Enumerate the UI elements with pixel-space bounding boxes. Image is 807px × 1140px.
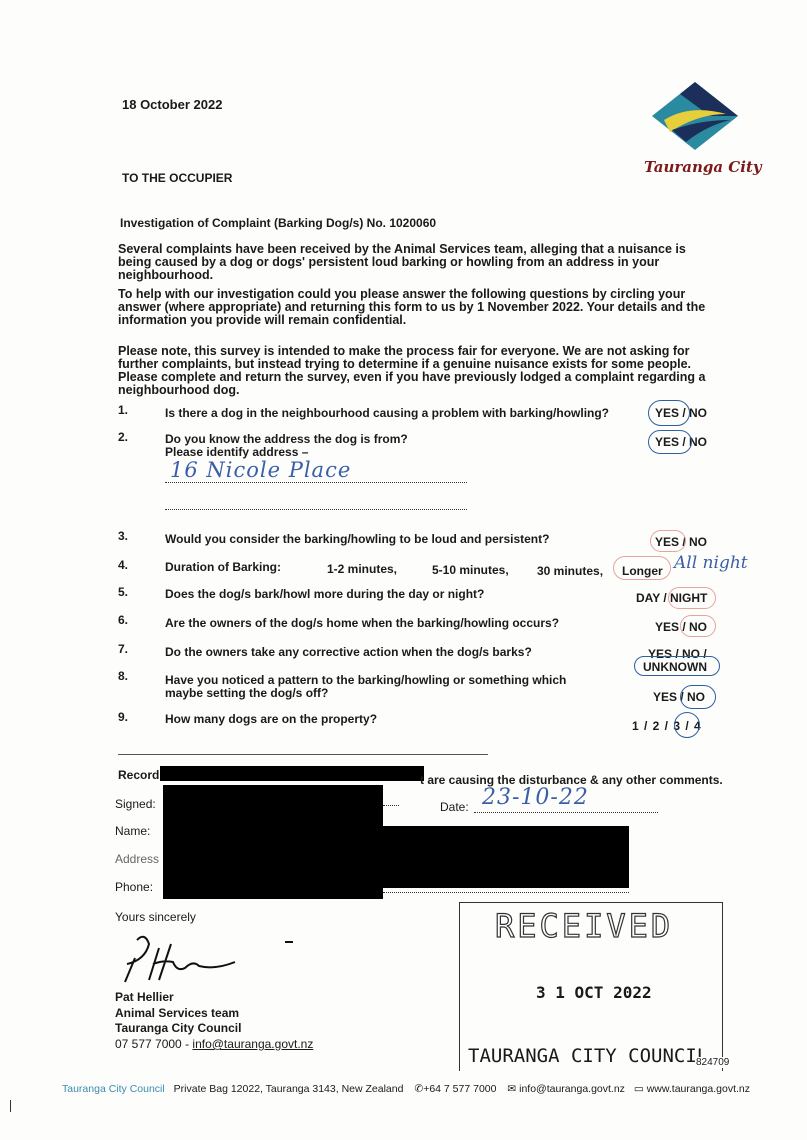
phone-label: Phone: — [115, 880, 154, 894]
answer-circle — [680, 685, 716, 709]
answer-circle — [650, 530, 686, 552]
letter-date: 18 October 2022 — [122, 97, 223, 112]
scan-mark — [10, 1100, 11, 1112]
stamp-date: 3 1 OCT 2022 — [536, 983, 652, 1002]
question-text: Do the owners take any corrective action… — [165, 645, 532, 659]
question-number: 7. — [118, 642, 129, 656]
sender-name: Pat Hellier — [115, 990, 174, 1004]
subject-line: Investigation of Complaint (Barking Dog/… — [120, 216, 437, 230]
answer-unknown[interactable]: UNKNOWN — [643, 660, 707, 674]
answer-options[interactable]: YES / NO / — [648, 647, 707, 661]
answer-circle — [648, 400, 690, 426]
redaction-box — [160, 766, 424, 781]
address-prompt: Please identify address – — [165, 445, 309, 459]
question-text: Do you know the address the dog is from? — [165, 432, 408, 446]
footer: Tauranga City Council Private Bag 12022,… — [62, 1083, 750, 1095]
question-text: Is there a dog in the neighbourhood caus… — [165, 406, 610, 420]
footer-phone: +64 7 577 7000 — [423, 1083, 497, 1095]
question-number: 6. — [118, 613, 129, 627]
question-text: Would you consider the barking/howling t… — [165, 532, 550, 546]
sender-team: Animal Services team — [115, 1006, 240, 1020]
stamp-title: RECEIVED — [494, 906, 674, 945]
question-number: 4. — [118, 558, 129, 572]
question-text: Have you noticed a pattern to the barkin… — [165, 673, 567, 700]
handwritten-address: 16 Nicole Place — [170, 458, 352, 482]
question-number: 1. — [118, 403, 129, 417]
signed-line — [383, 805, 399, 806]
stamp-org: TAURANGA CITY COUNCIL — [468, 1045, 709, 1067]
duration-option[interactable]: Longer — [622, 564, 663, 578]
divider — [118, 754, 488, 755]
paragraph-3: Please note, this survey is intended to … — [118, 344, 706, 397]
stamp-ref: 824709 — [696, 1057, 730, 1068]
council-logo: Tauranga City — [644, 80, 762, 176]
question-number: 8. — [118, 669, 129, 683]
question-number: 2. — [118, 430, 129, 444]
answer-circle — [680, 615, 716, 637]
paragraph-1: Several complaints have been received by… — [118, 242, 686, 282]
answer-circle — [613, 556, 671, 580]
address-line-1 — [165, 482, 467, 483]
footer-web[interactable]: www.tauranga.govt.nz — [646, 1083, 751, 1095]
answer-circle — [648, 430, 692, 454]
web-icon: ▭ — [633, 1083, 644, 1095]
phone-icon: ✆ — [414, 1083, 424, 1095]
redaction-box — [163, 785, 383, 899]
signed-label: Signed: — [115, 797, 156, 811]
paragraph-2: To help with our investigation could you… — [118, 287, 706, 327]
answer-circle — [674, 712, 700, 738]
question-text: Duration of Barking: — [165, 560, 281, 574]
addressee: TO THE OCCUPIER — [122, 171, 233, 185]
sender-contact: 07 577 7000 - info@tauranga.govt.nz — [115, 1037, 314, 1051]
email-link[interactable]: info@tauranga.govt.nz — [192, 1037, 314, 1051]
question-number: 5. — [118, 585, 129, 599]
handwritten-date: 23-10-22 — [482, 785, 589, 810]
received-stamp: RECEIVED 3 1 OCT 2022 TAURANGA CITY COUN… — [459, 902, 730, 1071]
footer-address: Private Bag 12022, Tauranga 3143, New Ze… — [173, 1083, 404, 1095]
redaction-box — [383, 826, 629, 888]
logo-text: Tauranga City — [644, 158, 762, 176]
answer-circle — [668, 587, 716, 609]
logo-mark-icon — [652, 82, 738, 150]
duration-option[interactable]: 30 minutes, — [537, 564, 604, 578]
footer-email[interactable]: info@tauranga.govt.nz — [519, 1083, 625, 1095]
record-suffix: t are causing the disturbance & any othe… — [420, 773, 723, 787]
question-text: Does the dog/s bark/howl more during the… — [165, 587, 485, 601]
date-line — [474, 812, 658, 813]
sender-council: Tauranga City Council — [115, 1021, 242, 1035]
phone-line — [383, 892, 629, 893]
record-prefix: Record — [118, 768, 160, 782]
question-text: Are the owners of the dog/s home when th… — [165, 616, 560, 630]
answer-circle — [634, 656, 720, 676]
handwritten-duration: All night — [674, 553, 748, 573]
footer-org: Tauranga City Council — [62, 1083, 165, 1095]
question-number: 3. — [118, 529, 129, 543]
question-text: How many dogs are on the property? — [165, 712, 378, 726]
duration-option[interactable]: 1-2 minutes, — [327, 562, 398, 576]
email-icon: ✉ — [507, 1083, 517, 1095]
question-number: 9. — [118, 710, 129, 724]
signature-icon — [124, 935, 293, 983]
duration-option[interactable]: 5-10 minutes, — [432, 563, 509, 577]
closing-salutation: Yours sincerely — [115, 910, 196, 924]
name-label: Name: — [115, 824, 151, 838]
date-label: Date: — [440, 800, 469, 814]
address-label: Address — [115, 852, 160, 866]
address-line-2 — [165, 509, 467, 510]
